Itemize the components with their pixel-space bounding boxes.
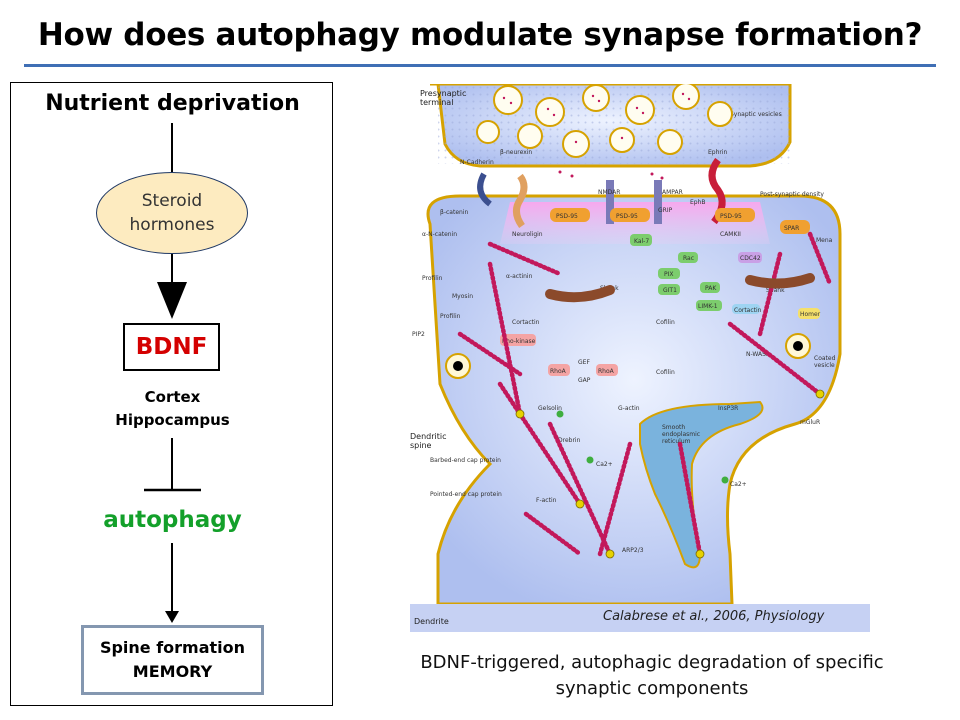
caption-line-2: synaptic components xyxy=(555,678,749,699)
psd95-label-3: PSD-95 xyxy=(720,213,742,220)
slide-title: How does autophagy modulate synapse form… xyxy=(37,17,923,53)
coated-vesicle-label-2: vesicle xyxy=(814,362,835,369)
nutrient-deprivation-label: Nutrient deprivation xyxy=(45,91,300,116)
outcome-box: Spine formation MEMORY xyxy=(81,625,264,695)
beta-neurexin-label: β-neurexin xyxy=(500,149,532,156)
shank-label: Shank xyxy=(766,287,785,294)
ephb-label: EphB xyxy=(690,199,706,206)
g-actin-label: G-actin xyxy=(618,405,640,412)
flow-panel: Nutrient deprivation Steroid hormones BD… xyxy=(10,82,333,706)
n-cadherin-label: N-Cadherin xyxy=(460,159,494,166)
pix-label: PIX xyxy=(664,271,674,278)
er-label-3: reticulum xyxy=(662,438,691,445)
gelsolin-label: Gelsolin xyxy=(538,405,562,412)
alpha-catenin-label: α-N-catenin xyxy=(422,231,457,238)
rho-kinase-label: Rho-kinase xyxy=(502,338,536,345)
homer-label: Homer xyxy=(800,311,821,318)
cap-proteins xyxy=(515,389,825,559)
activation-arrowhead xyxy=(157,282,187,319)
mglur-label: mGluR xyxy=(800,419,820,426)
pip2-label: PIP2 xyxy=(412,331,425,338)
ip3r-label: InsP3R xyxy=(718,405,738,412)
cofilin-label-2: Cofilin xyxy=(656,369,675,376)
flow-connectors xyxy=(144,123,201,623)
memory-label: MEMORY xyxy=(132,662,213,681)
steroid-line2: hormones xyxy=(129,215,215,235)
mena-label: Mena xyxy=(816,237,833,244)
cortactin-label-2: Cortactin xyxy=(512,319,540,326)
camkii-label: CAMKII xyxy=(720,231,741,238)
neuroligin-label: Neuroligin xyxy=(512,231,543,238)
actin-bundle-right xyxy=(745,273,815,289)
ephrin-label: Ephrin xyxy=(708,149,728,156)
caption-line-1: BDNF-triggered, autophagic degradation o… xyxy=(420,652,884,673)
git1-label: GIT1 xyxy=(663,287,677,294)
synaptic-vesicles-label: Synaptic vesicles xyxy=(730,111,782,118)
drebrin-label: Drebrin xyxy=(558,437,581,444)
autophagy-label: autophagy xyxy=(103,507,242,533)
rhoa-label-2: RhoA xyxy=(598,368,615,375)
psd-label: Post-synaptic density xyxy=(760,191,824,198)
brain-region-label: Cortex Hippocampus xyxy=(11,386,334,432)
dendritic-spine xyxy=(426,194,842,606)
psd95-label-2: PSD-95 xyxy=(616,213,638,220)
title-divider xyxy=(24,64,936,67)
barbed-end-label: Barbed-end cap protein xyxy=(430,457,501,464)
dendrite-label: Dendrite xyxy=(414,617,449,626)
dendritic-spine-label-1: Dendritic xyxy=(410,432,447,441)
er-label-2: endoplasmic xyxy=(662,431,700,438)
cortex-label: Cortex xyxy=(144,388,201,406)
grip-label: GRIP xyxy=(658,207,673,214)
arp23-label: ARP2/3 xyxy=(622,547,644,554)
actin-filaments xyxy=(457,231,833,557)
arrowhead xyxy=(165,611,179,623)
cortactin-label: Cortactin xyxy=(734,307,762,314)
scaffold-proteins xyxy=(550,208,810,234)
rac-label: Rac xyxy=(683,255,694,262)
psd95-label: PSD-95 xyxy=(556,213,578,220)
spar-label: SPAR xyxy=(784,225,799,232)
beta-catenin-label: β-catenin xyxy=(440,209,468,216)
steroid-line1: Steroid xyxy=(141,191,203,211)
presynaptic-label-2: terminal xyxy=(420,98,453,107)
myosin-label: Myosin xyxy=(452,293,473,300)
ca2-ions xyxy=(556,410,729,484)
limk-label: LIMK-1 xyxy=(698,303,718,310)
spine-formation-label: Spine formation xyxy=(99,638,246,657)
ca2-label-2: Ca2+ xyxy=(730,481,747,488)
cofilin-label: Cofilin xyxy=(656,319,675,326)
cdc42-label: CDC42 xyxy=(740,255,761,262)
pointed-end-label: Pointed-end cap protein xyxy=(430,491,502,498)
coated-vesicle-label-1: Coated xyxy=(814,355,836,362)
synapse-illustration: Presynaptic terminal Synaptic vesicles D… xyxy=(410,84,870,632)
nwasp-label: N-WASP xyxy=(746,351,770,358)
kal7-label: Kal-7 xyxy=(634,238,649,245)
profilin-label: Profilin xyxy=(422,275,443,282)
ampar-label: AMPAR xyxy=(662,189,683,196)
rhoa-label: RhoA xyxy=(550,368,567,375)
f-actin-label: F-actin xyxy=(536,497,557,504)
endoplasmic-reticulum xyxy=(639,400,764,569)
actinin-label: α-actinin xyxy=(506,273,533,280)
caption: BDNF-triggered, autophagic degradation o… xyxy=(352,650,952,702)
bdnf-box: BDNF xyxy=(123,323,220,371)
dendritic-spine-label-2: spine xyxy=(410,441,432,450)
er-label-1: Smooth xyxy=(662,424,685,431)
actin-bundle-left xyxy=(545,285,615,303)
pak-label: PAK xyxy=(705,285,717,292)
gef-label: GEF xyxy=(578,359,590,366)
gap-label: GAP xyxy=(578,377,591,384)
steroid-hormones-oval: Steroid hormones xyxy=(96,172,248,254)
presynaptic-label-1: Presynaptic xyxy=(420,89,466,98)
profilin-label-2: Profilin xyxy=(440,313,461,320)
citation: Calabrese et al., 2006, Physiology xyxy=(603,609,825,624)
nmdar-label: NMDAR xyxy=(598,189,620,196)
signalling-nodes xyxy=(500,234,820,376)
synaptic-vesicles xyxy=(476,84,733,158)
ca2-label: Ca2+ xyxy=(596,461,613,468)
hippocampus-label: Hippocampus xyxy=(115,411,230,429)
